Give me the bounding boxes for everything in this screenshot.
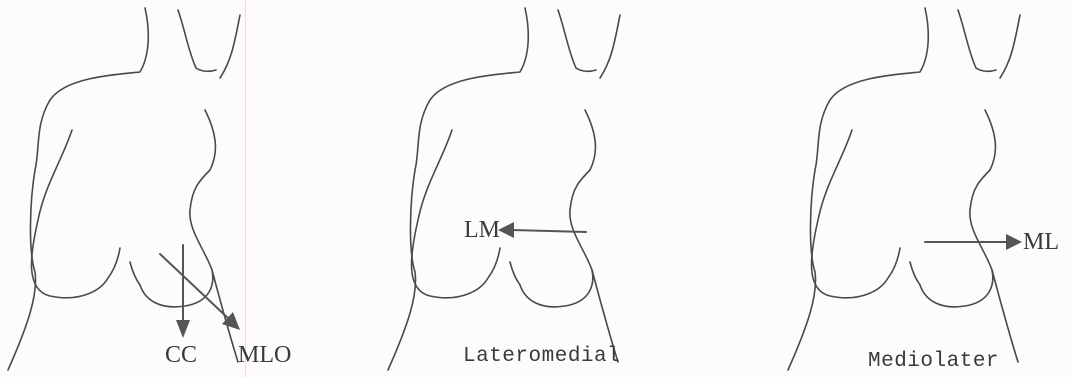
lm-label: LM (464, 218, 500, 242)
cc-arrowhead (176, 320, 190, 338)
ml-label: ML (1023, 230, 1059, 254)
ml-arrowhead (1006, 234, 1022, 250)
cc-label: CC (165, 343, 197, 367)
lm-arrowhead (498, 222, 514, 238)
mlo-label: MLO (238, 343, 291, 367)
torso-outline-3 (788, 8, 1020, 370)
lm-arrow-shaft (512, 230, 586, 232)
torso-outline-1 (8, 8, 240, 370)
mediolater-caption: Mediolater (868, 351, 999, 372)
torso-outline-2 (388, 8, 620, 370)
lateromedial-caption: Lateromedial (463, 346, 620, 367)
mlo-arrow-shaft (160, 254, 230, 320)
